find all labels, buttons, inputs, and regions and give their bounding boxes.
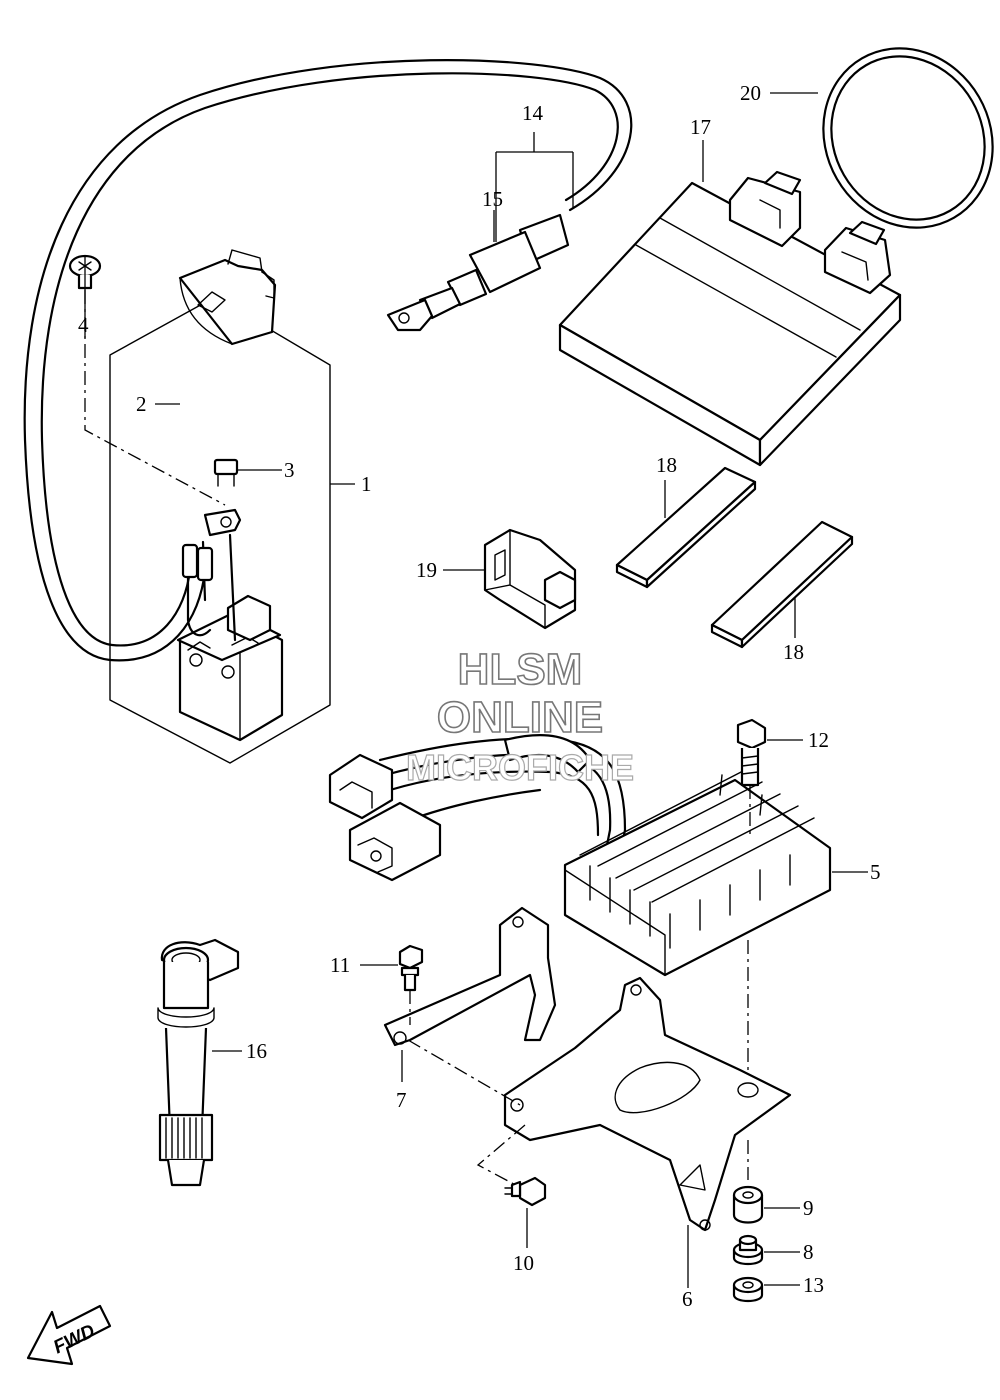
nut-part-13 — [732, 1276, 764, 1303]
bracket-part-6 — [503, 976, 792, 1232]
leader-lines — [84, 92, 868, 1288]
connector-part-19 — [483, 528, 577, 630]
callout-19: 19 — [416, 558, 437, 582]
callout-7: 7 — [396, 1088, 407, 1112]
callout-16: 16 — [246, 1039, 267, 1063]
long-cable — [23, 59, 633, 662]
callout-18-lower: 18 — [783, 640, 804, 664]
pad-part-lower — [710, 520, 854, 649]
ignition-coil-part — [157, 938, 240, 1187]
bracket-6-centerline — [476, 1124, 526, 1191]
watermark: HLSM ONLINE MICROFICHE — [405, 644, 634, 788]
watermark-line-2: ONLINE — [437, 693, 603, 742]
ecm-part — [558, 170, 902, 467]
regulator-harness — [328, 734, 627, 882]
callout-3: 3 — [284, 458, 295, 482]
callout-18-upper: 18 — [656, 453, 677, 477]
collar-part-8 — [732, 1234, 764, 1266]
callout-9: 9 — [803, 1196, 814, 1220]
fwd-arrow-icon: FWD — [26, 1304, 112, 1366]
bracket-part-7 — [383, 906, 557, 1047]
bolt-part-11 — [398, 944, 424, 992]
starter-relay-part — [176, 508, 284, 742]
ring-seal-part — [822, 47, 994, 229]
fuse-part — [213, 458, 239, 487]
callouts: 1 2 3 4 5 6 7 8 9 10 11 12 13 14 15 16 1… — [78, 81, 881, 1311]
callout-11: 11 — [330, 953, 350, 977]
callout-1: 1 — [361, 472, 372, 496]
regulator-rectifier-part — [563, 769, 832, 977]
watermark-line-3: MICROFICHE — [406, 747, 634, 788]
callout-14: 14 — [522, 101, 544, 125]
callout-17: 17 — [690, 115, 711, 139]
grommet-part-9 — [732, 1185, 764, 1224]
callout-5: 5 — [870, 860, 881, 884]
watermark-line-1: HLSM — [458, 645, 583, 694]
callout-8: 8 — [803, 1240, 814, 1264]
callout-15: 15 — [482, 187, 503, 211]
callout-4: 4 — [78, 313, 89, 337]
callout-12: 12 — [808, 728, 829, 752]
bolt-part-12 — [736, 718, 767, 787]
cable-connector-part — [386, 213, 570, 332]
screw-4-centerline — [84, 290, 226, 506]
callout-10: 10 — [513, 1251, 534, 1275]
callout-2: 2 — [136, 392, 147, 416]
relay-cover-part — [178, 249, 277, 346]
callout-20: 20 — [740, 81, 761, 105]
pad-part-upper — [615, 466, 757, 589]
callout-6: 6 — [682, 1287, 693, 1311]
bolt-part-10 — [504, 1176, 547, 1207]
callout-13: 13 — [803, 1273, 824, 1297]
bracket-centerline — [407, 1039, 521, 1106]
